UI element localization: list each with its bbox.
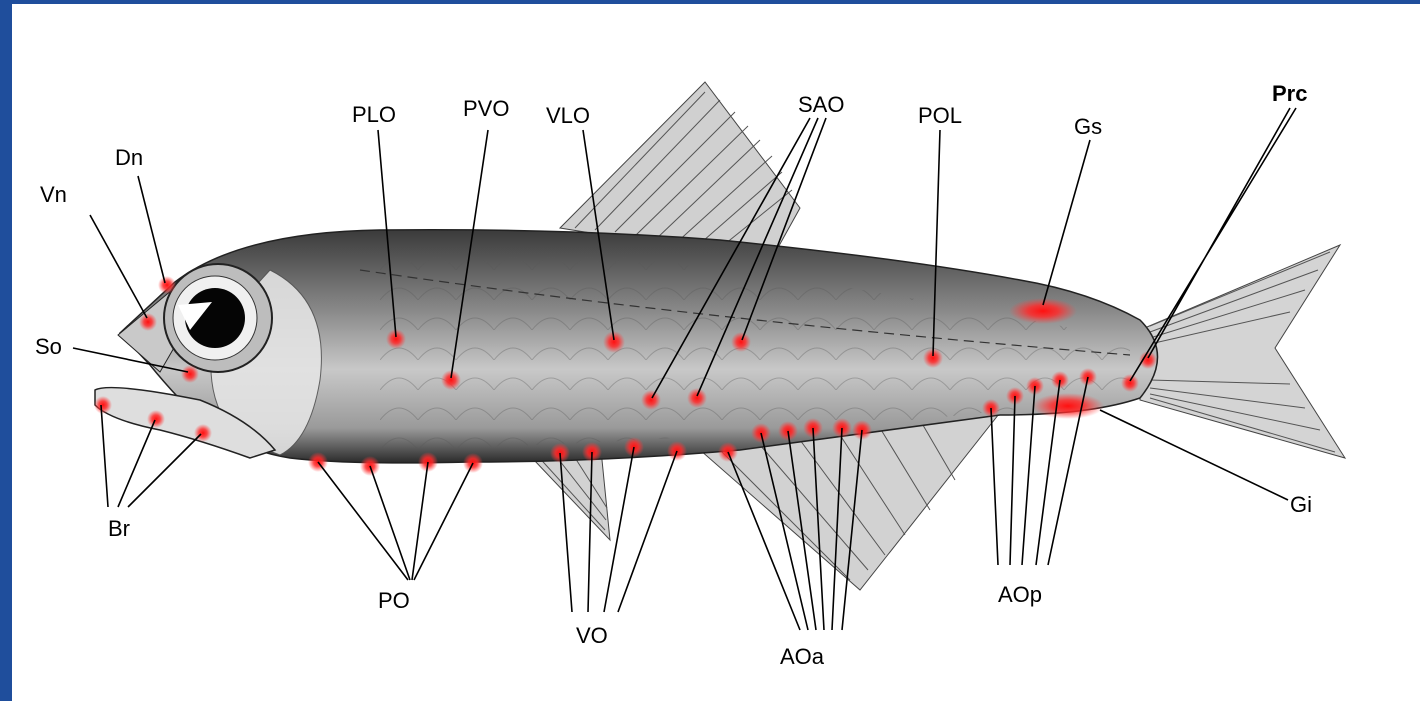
photophore-vlo bbox=[603, 331, 625, 353]
label-br: Br bbox=[108, 516, 130, 541]
photophore-gi bbox=[1032, 393, 1104, 419]
label-gi: Gi bbox=[1290, 492, 1312, 517]
label-prc: Prc bbox=[1272, 81, 1307, 106]
photophore-sao-3 bbox=[641, 390, 661, 410]
label-vn: Vn bbox=[40, 182, 67, 207]
photophore-sao-2 bbox=[687, 388, 707, 408]
label-vlo: VLO bbox=[546, 103, 590, 128]
label-po: PO bbox=[378, 588, 410, 613]
label-pol: POL bbox=[918, 103, 962, 128]
label-plo: PLO bbox=[352, 102, 396, 127]
label-aop: AOp bbox=[998, 582, 1042, 607]
photophore-so bbox=[181, 365, 199, 383]
photophore-br-2 bbox=[147, 410, 165, 428]
eye bbox=[164, 264, 272, 372]
label-dn: Dn bbox=[115, 145, 143, 170]
label-sao: SAO bbox=[798, 92, 844, 117]
label-pvo: PVO bbox=[463, 96, 509, 121]
photophore-sao-1 bbox=[731, 332, 751, 352]
label-vo: VO bbox=[576, 623, 608, 648]
label-aoa: AOa bbox=[780, 644, 825, 669]
photophore-prc-2 bbox=[1121, 374, 1139, 392]
photophore-prc-1 bbox=[1139, 351, 1157, 369]
photophore-dn bbox=[158, 276, 176, 294]
photophore-vn bbox=[139, 313, 157, 331]
caudal-fin bbox=[1140, 245, 1345, 458]
photophore-gs bbox=[1009, 298, 1077, 324]
label-so: So bbox=[35, 334, 62, 359]
label-gs: Gs bbox=[1074, 114, 1102, 139]
photophore-br-1 bbox=[94, 396, 112, 414]
